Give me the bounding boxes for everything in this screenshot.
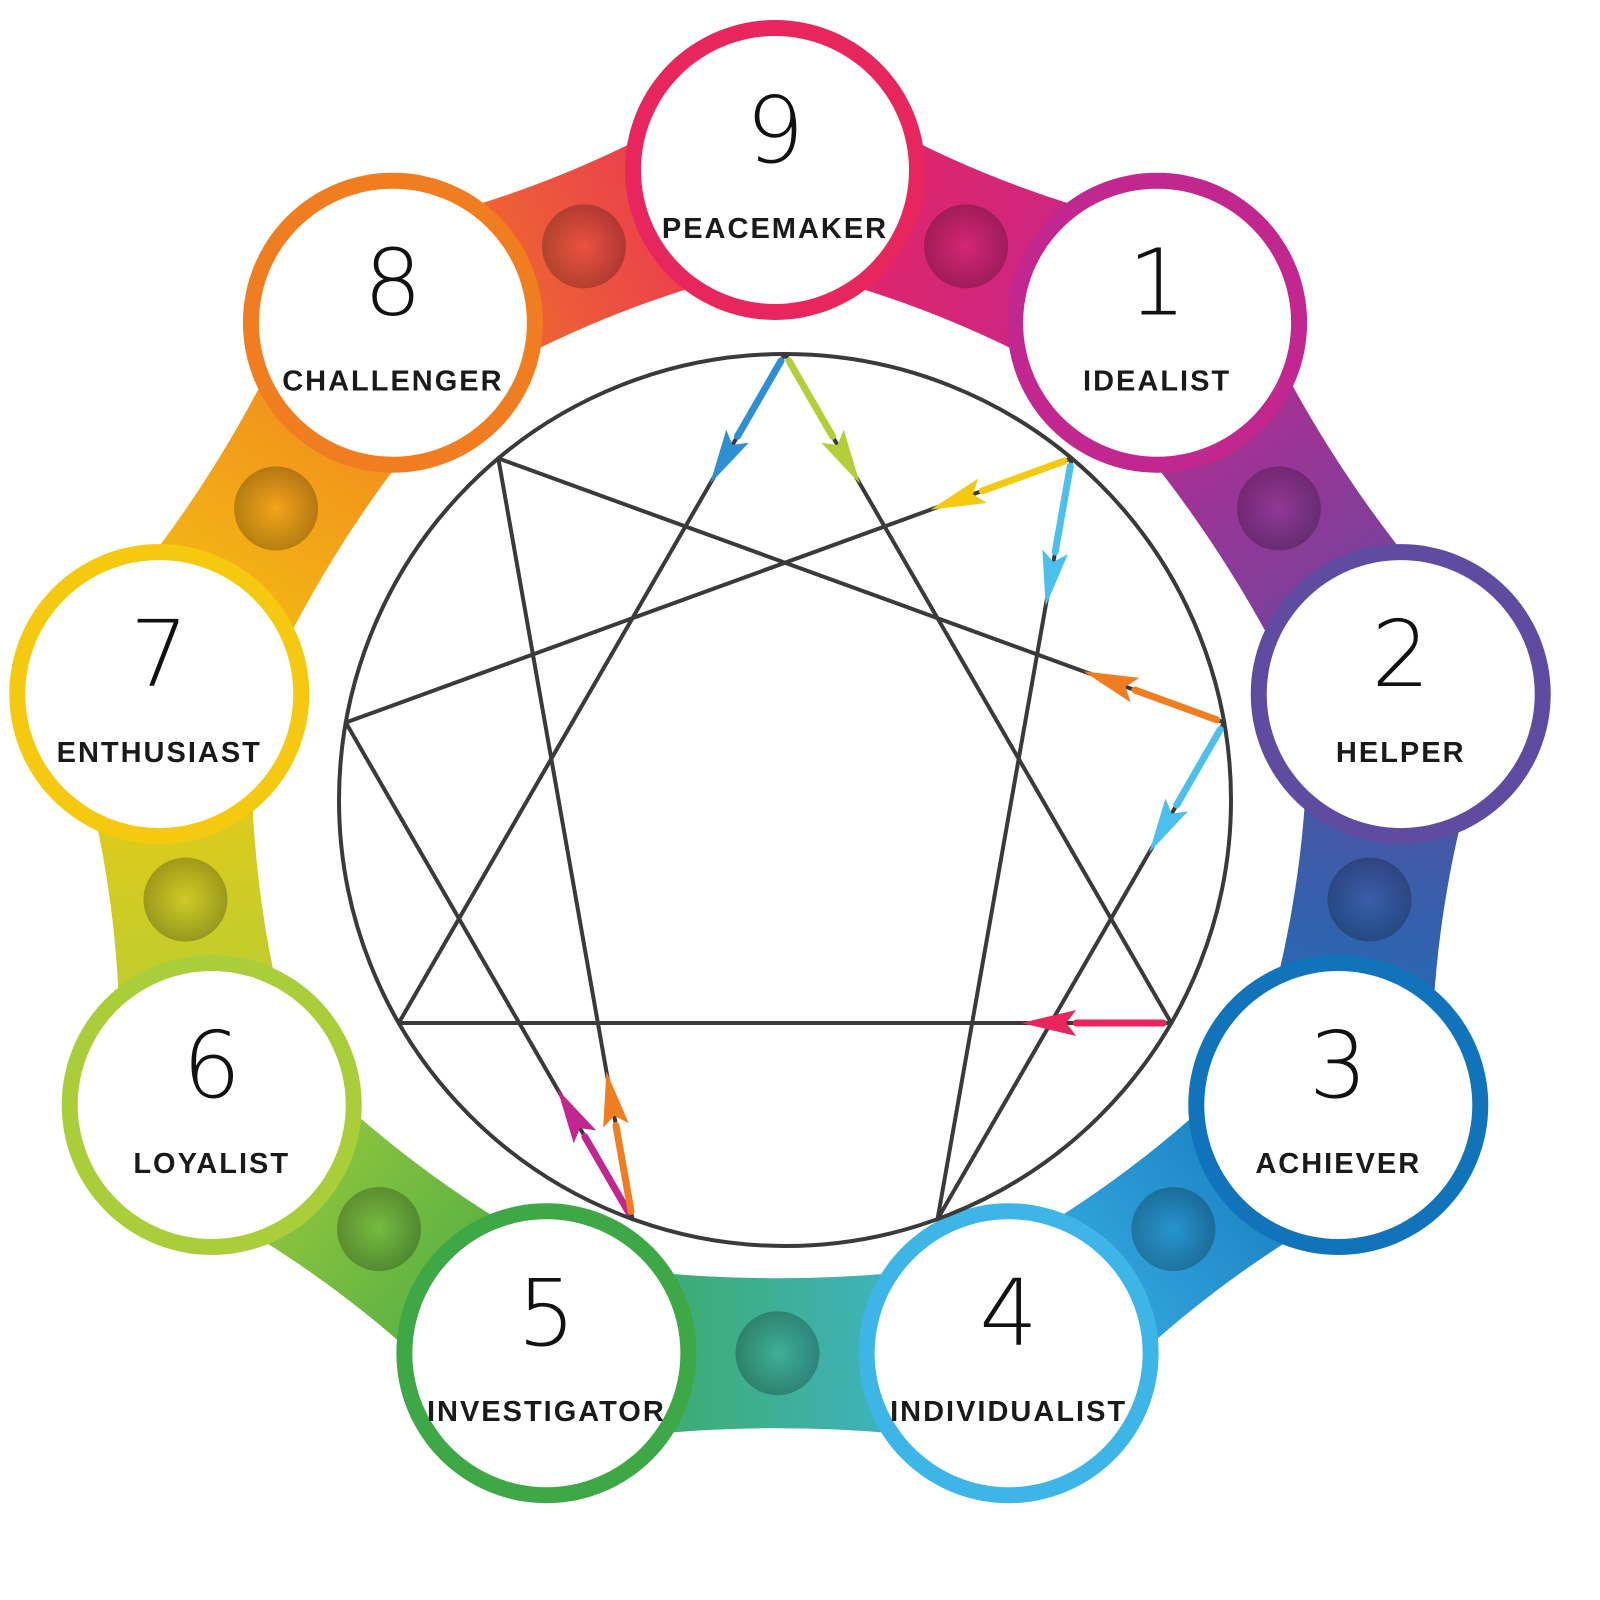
type-node-8[interactable]	[258, 188, 527, 457]
arrow-shaft-5-8	[612, 1122, 635, 1215]
type-name-1: IDEALIST	[1083, 366, 1231, 398]
type-number-3: 3	[1309, 1012, 1368, 1119]
bridge-shadow	[924, 204, 1009, 289]
arrow-head-5-7	[557, 1089, 597, 1144]
type-number-8: 8	[364, 230, 423, 337]
type-number-4: 4	[979, 1260, 1038, 1367]
bridge-shadow	[143, 857, 228, 942]
arrow-head-2-8	[1083, 671, 1140, 703]
type-nodes	[9, 20, 1551, 1504]
arrow-shaft-9-6	[734, 357, 785, 440]
type-number-7: 7	[130, 601, 189, 708]
bridge-shadow	[1236, 466, 1321, 551]
type-name-4: INDIVIDUALIST	[890, 1396, 1127, 1428]
type-node-2[interactable]	[1266, 560, 1535, 829]
connection-lines	[343, 352, 1227, 1222]
type-number-2: 2	[1371, 601, 1430, 708]
arrow-head-3-6	[1021, 1010, 1077, 1036]
central-circle	[337, 352, 1233, 1248]
type-node-4[interactable]	[874, 1219, 1143, 1488]
arrow-head-2-4	[1149, 798, 1188, 853]
type-node-9[interactable]	[641, 36, 909, 304]
type-number-5: 5	[517, 1260, 576, 1367]
bridge-shadow	[337, 1187, 422, 1272]
bridge-shadow	[735, 1311, 820, 1396]
type-node-6[interactable]	[77, 971, 346, 1239]
bridge-shadow	[1327, 857, 1412, 942]
arrow-head-9-6	[710, 429, 749, 484]
type-number-6: 6	[182, 1012, 241, 1119]
type-name-7: ENTHUSIAST	[57, 737, 262, 769]
arrow-shaft-2-4	[1173, 725, 1224, 809]
type-name-6: LOYALIST	[133, 1148, 290, 1180]
type-name-8: CHALLENGER	[282, 366, 503, 398]
bridge-shadow	[1131, 1187, 1216, 1272]
type-node-5[interactable]	[412, 1219, 681, 1488]
arrow-shaft-9-3	[785, 357, 836, 440]
arrow-head-1-7	[930, 478, 987, 510]
type-number-9: 9	[746, 77, 805, 184]
arrow-head-9-3	[821, 429, 860, 484]
type-node-1[interactable]	[1023, 188, 1292, 457]
type-name-5: INVESTIGATOR	[427, 1396, 666, 1428]
bridge-shadow	[234, 466, 319, 551]
type-name-3: ACHIEVER	[1255, 1148, 1421, 1180]
arrow-shaft-5-7	[581, 1133, 632, 1216]
type-name-2: HELPER	[1336, 737, 1466, 769]
type-node-7[interactable]	[25, 560, 294, 829]
type-name-9: PEACEMAKER	[662, 213, 888, 245]
bridge-shadow	[541, 204, 626, 289]
arrow-head-1-4	[1042, 549, 1068, 607]
arrow-head-5-8	[603, 1071, 629, 1128]
type-node-3[interactable]	[1204, 971, 1473, 1239]
arrow-shaft-2-8	[1131, 686, 1221, 724]
arrow-shaft-1-7	[978, 457, 1068, 495]
direction-arrows	[557, 357, 1224, 1216]
type-number-1: 1	[1128, 230, 1187, 337]
arrow-shaft-1-4	[1051, 462, 1074, 556]
